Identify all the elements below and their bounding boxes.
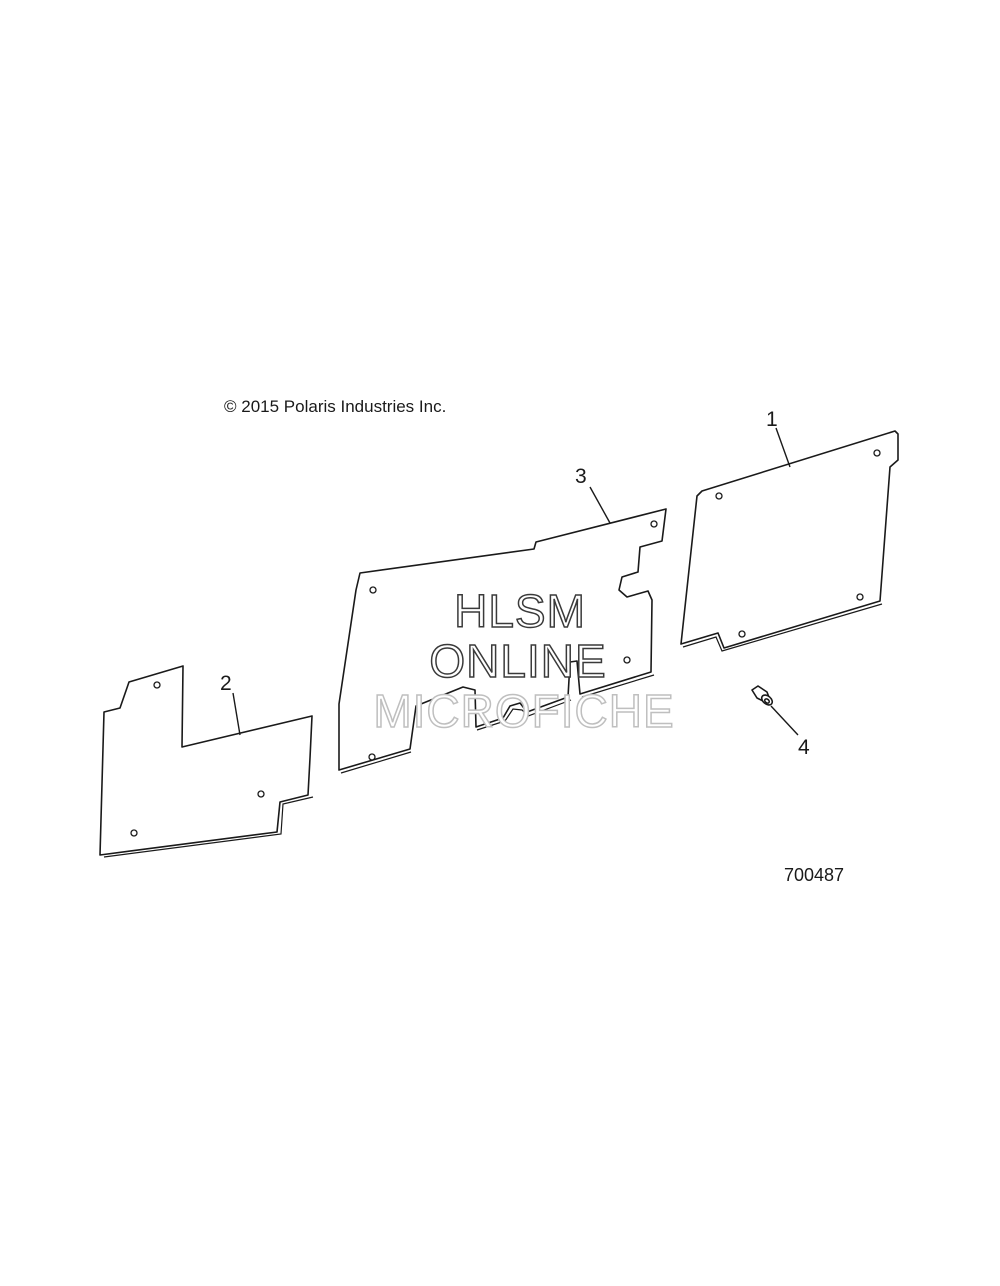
- mounting-hole: [368, 753, 376, 761]
- mounting-hole: [257, 790, 265, 798]
- leader-line-3: [589, 486, 611, 524]
- copyright-text: © 2015 Polaris Industries Inc.: [224, 397, 446, 416]
- mounting-hole: [369, 586, 377, 594]
- mounting-hole: [856, 593, 864, 601]
- mounting-hole: [623, 656, 631, 664]
- callout-4: 4: [798, 736, 810, 759]
- figure-number: 700487: [784, 865, 844, 885]
- watermark: HLSM ONLINE MICROFICHE: [373, 584, 675, 738]
- panel-part-2: [99, 665, 314, 858]
- mounting-hole: [738, 630, 746, 638]
- leader-line-1: [775, 427, 791, 468]
- watermark-line-3: MICROFICHE: [373, 685, 674, 737]
- panel-part-3: [338, 508, 667, 774]
- mounting-hole: [873, 449, 881, 457]
- fastener-part-4: [751, 685, 774, 706]
- mounting-hole: [130, 829, 138, 837]
- mounting-hole: [650, 520, 658, 528]
- mounting-hole: [153, 681, 161, 689]
- callout-1: 1: [766, 408, 778, 431]
- leader-line-2: [232, 692, 241, 736]
- leader-line-4: [770, 705, 799, 736]
- callout-3: 3: [575, 465, 587, 488]
- callout-2: 2: [220, 672, 232, 695]
- panel-part-1: [680, 430, 899, 652]
- watermark-line-2: ONLINE: [429, 635, 606, 687]
- watermark-line-1: HLSM: [454, 585, 586, 637]
- mounting-hole: [715, 492, 723, 500]
